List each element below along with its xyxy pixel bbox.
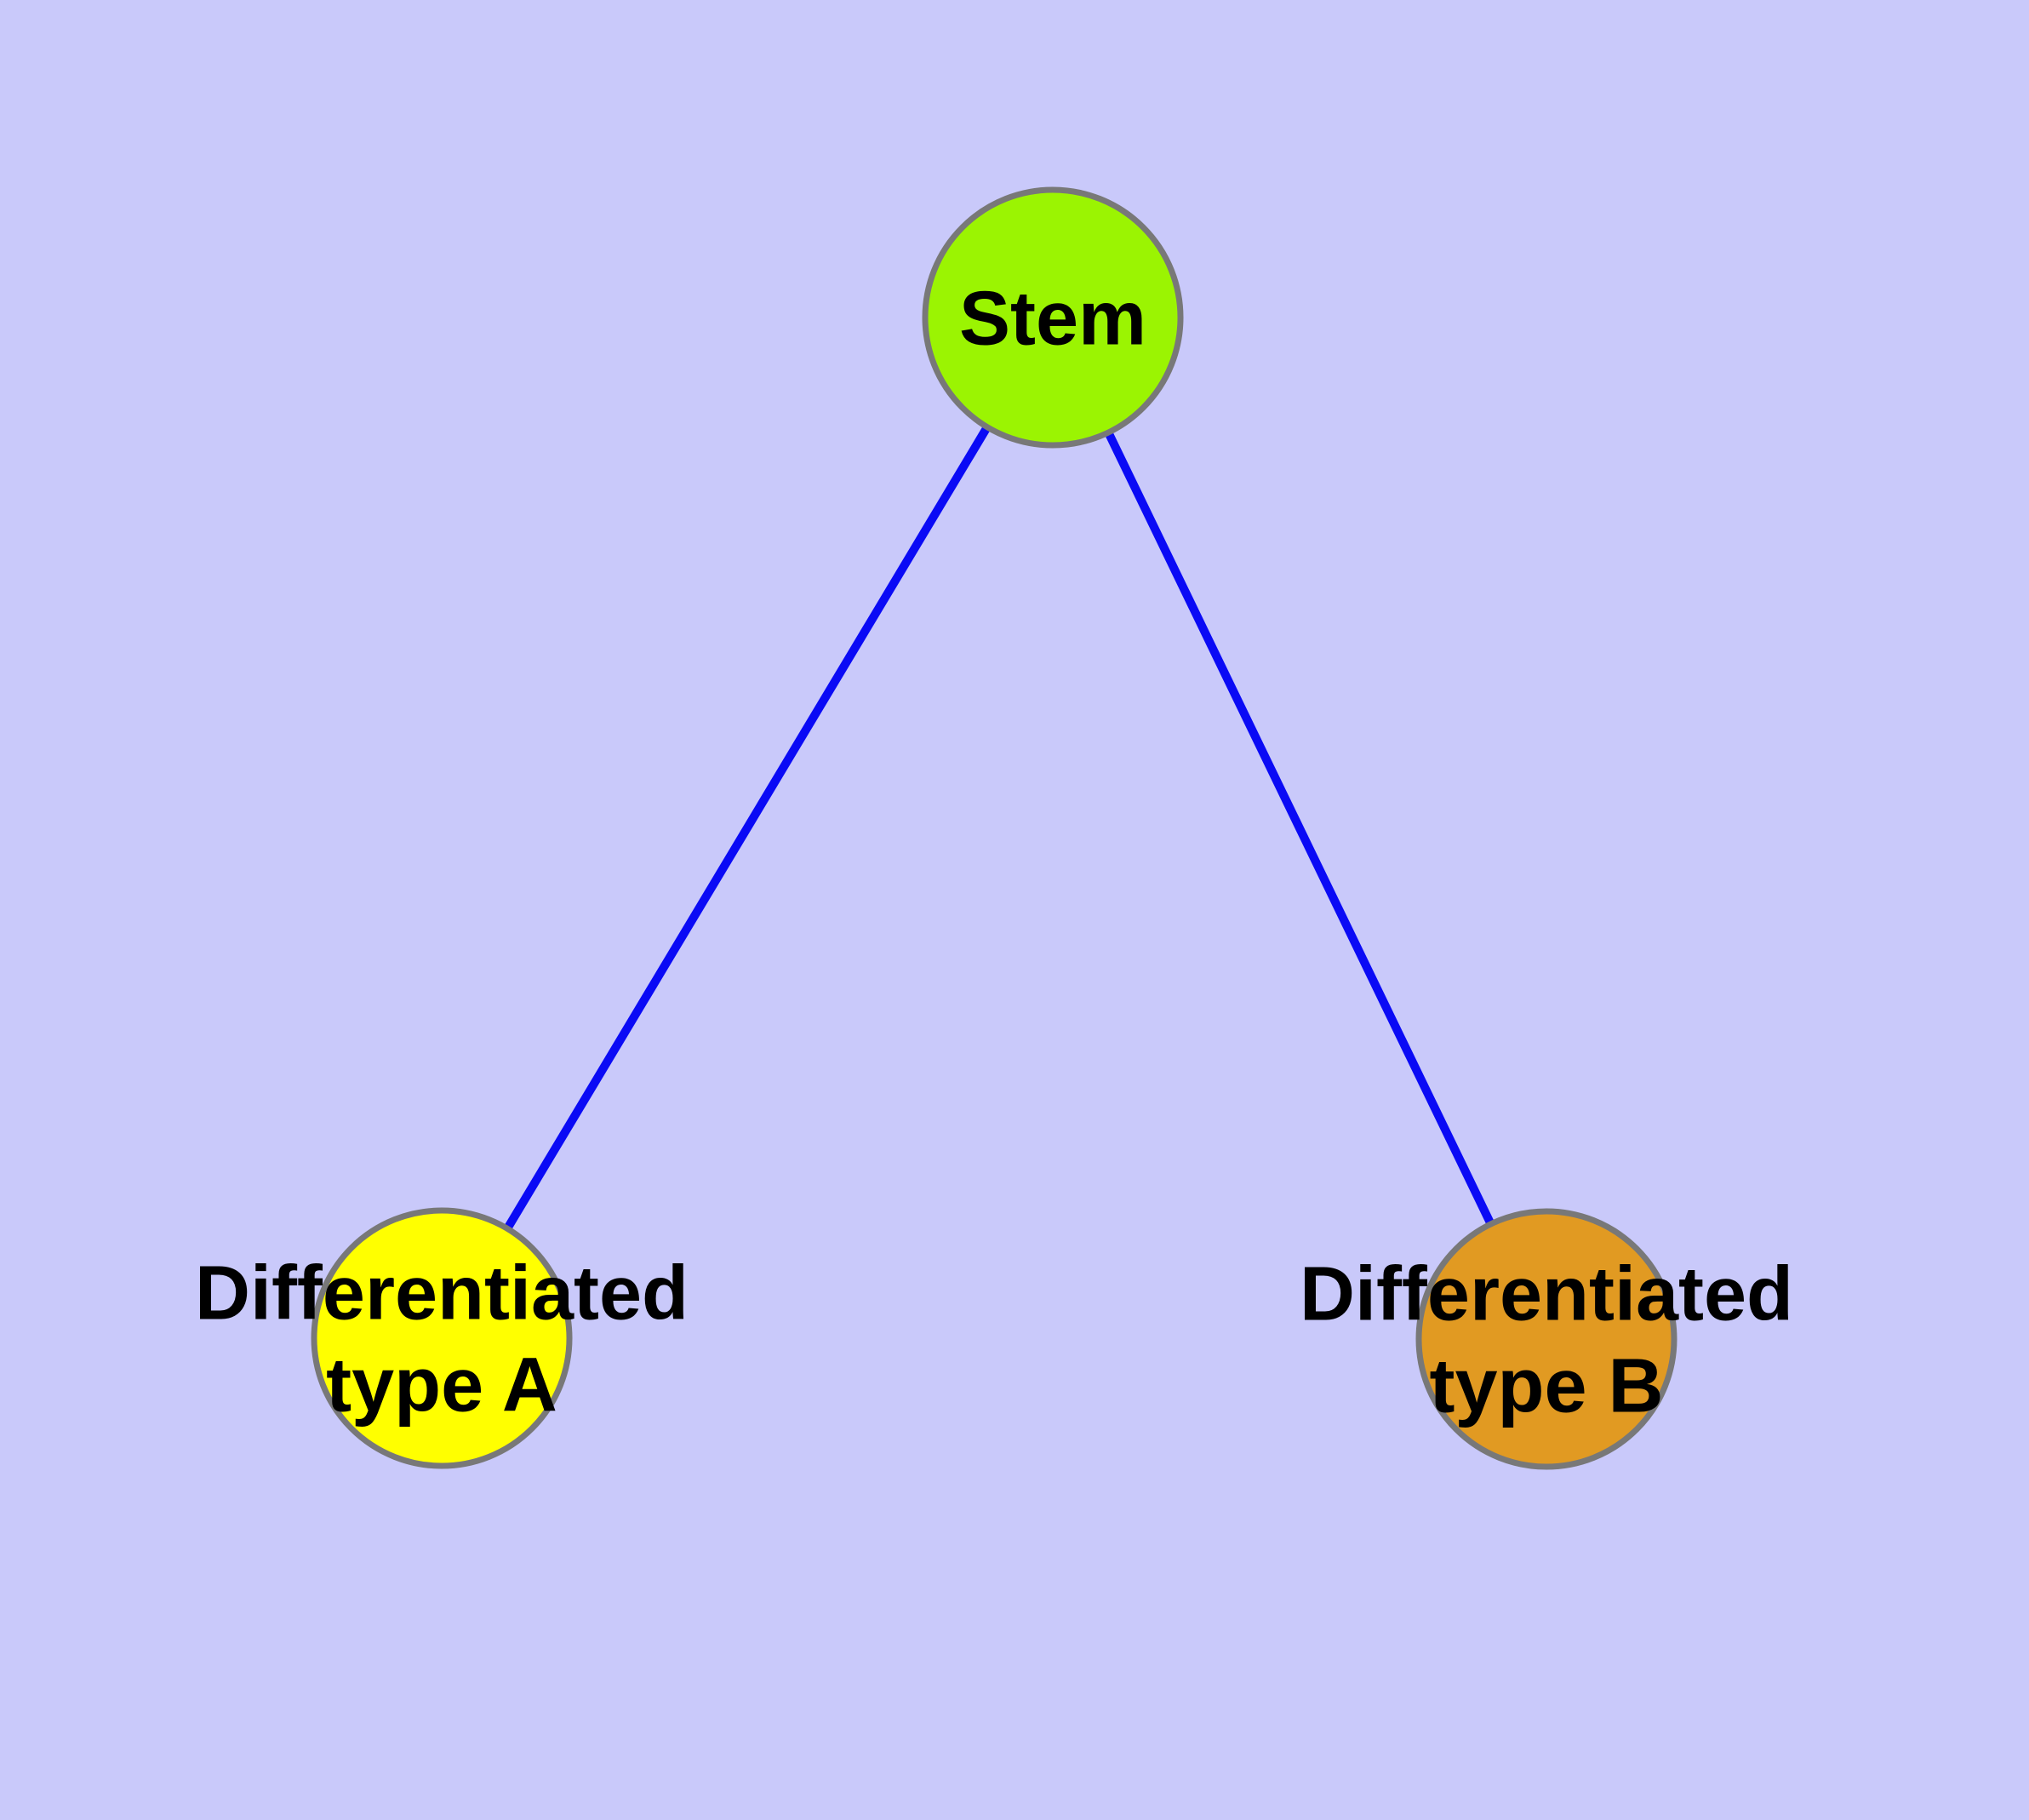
node-label-line: Stem [959, 277, 1146, 362]
edge-stem-type-a [437, 315, 1057, 1341]
node-type-a [311, 1207, 573, 1469]
node-label-stem: Stem [959, 277, 1146, 362]
node-label-line: Differentiated [195, 1251, 689, 1336]
node-label-line: type B [1429, 1344, 1663, 1429]
node-type-b [1415, 1208, 1677, 1470]
node-stem [922, 186, 1184, 449]
node-label-line: type A [326, 1343, 557, 1428]
edge-stem-type-b [1049, 315, 1551, 1342]
node-label-line: Differentiated [1300, 1252, 1793, 1337]
